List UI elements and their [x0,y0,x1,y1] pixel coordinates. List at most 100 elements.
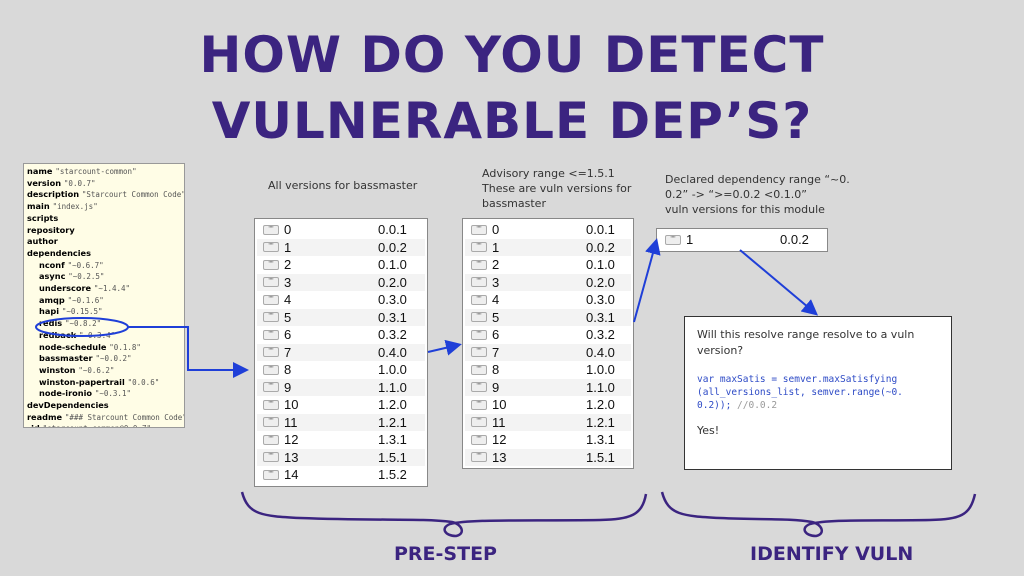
json-entry: name "starcount-common" [27,166,181,178]
json-value: "~0.8.2" [65,319,102,329]
json-entry: hapi "~0.15.5" [27,306,181,318]
version-value: 0.2.0 [378,274,407,290]
json-entry: redis "~0.8.2" [27,318,181,330]
version-value: 1.2.1 [586,414,615,430]
row-index: 10 [284,397,299,413]
json-entry: amqp "~0.1.6" [27,295,181,307]
version-value: 0.3.2 [586,327,615,343]
json-key: bassmaster [39,353,93,364]
string-type-icon: "" [471,312,487,323]
row-index: 5 [492,309,500,325]
version-value: 0.3.1 [586,309,615,325]
json-key: winston-papertrail [39,376,125,387]
version-value: 0.0.1 [378,222,407,238]
json-value: "~0.6.7" [67,260,104,270]
code-main: var maxSatis = semver.maxSatisfying (all… [697,374,903,411]
json-value: "Starcourt Common Code" [81,190,185,200]
row-index: 5 [284,309,292,325]
string-type-icon: "" [263,434,279,445]
string-type-icon: "" [263,452,279,463]
string-type-icon: "" [263,469,279,480]
row-index: 8 [492,362,500,378]
json-entry: scripts [27,213,181,225]
json-value: "starcount-common" [55,167,137,176]
code-comment: //0.0.2 [731,400,778,411]
row-index: 13 [492,449,507,465]
package-json-tree: name "starcount-common"version "0.0.7"de… [23,163,185,428]
string-type-icon: "" [263,242,279,253]
json-key: underscore [39,283,92,294]
string-type-icon: "" [263,382,279,393]
row-index: 10 [492,397,507,413]
json-key: _id [27,423,40,427]
code-snippet: var maxSatis = semver.maxSatisfying (all… [697,373,939,412]
answer-question: Will this resolve range resolve to a vul… [697,328,915,357]
version-value: 1.1.0 [586,379,615,395]
json-entry: bassmaster "~0.0.2" [27,353,181,365]
json-key: redis [39,318,63,329]
json-entry: description "Starcourt Common Code" [27,189,184,201]
json-value: "~0.6.2" [78,365,115,375]
version-value: 0.3.0 [586,292,615,308]
string-type-icon: "" [263,329,279,340]
version-value: 0.0.2 [378,239,407,255]
version-value: 1.2.0 [586,397,615,413]
declared-caption-line2: 0.2” -> “>=0.0.2 <0.1.0” [665,188,807,201]
version-value: 0.3.1 [378,309,407,325]
json-entry: devDependencies [27,400,181,412]
pre-step-brace [240,491,648,538]
string-type-icon: "" [665,234,681,245]
arrow-to-advisory [427,339,462,356]
advisory-caption: Advisory range <=1.5.1 These are vuln ve… [482,166,631,211]
json-value: "~0.15.5" [61,307,103,317]
string-type-icon: "" [263,399,279,410]
string-type-icon: "" [471,294,487,305]
json-key: main [27,201,50,212]
string-type-icon: "" [471,277,487,288]
json-key: author [27,236,58,247]
arrow-to-all-versions [128,326,249,378]
string-type-icon: "" [263,277,279,288]
answer-box: Will this resolve range resolve to a vul… [684,316,952,470]
advisory-caption-line3: bassmaster [482,197,546,210]
row-index: 6 [492,327,500,343]
table-row: "" 1 0.0.2 [659,231,825,249]
json-key: dependencies [27,247,91,258]
json-key: node-ironio [39,388,92,399]
row-index: 3 [284,274,292,290]
json-entry: main "index.js" [27,201,181,213]
version-value: 1.5.1 [586,449,615,465]
all-versions-caption: All versions for bassmaster [268,179,418,192]
row-index: 6 [284,327,292,343]
table-row: "" 3 0.2.0 [257,273,425,291]
row-index: 2 [492,257,500,273]
json-value: "0.0.6" [127,377,160,387]
row-index: 7 [492,344,500,360]
json-entry: dependencies [27,248,181,260]
string-type-icon: "" [263,224,279,235]
json-entry: version "0.0.7" [27,178,181,190]
row-index: 7 [284,344,292,360]
json-entry: readme "### Starcount Common Code" [27,412,184,424]
version-value: 0.0.2 [586,239,615,255]
version-value: 0.0.2 [780,232,809,248]
json-entry: repository [27,225,181,237]
row-index: 1 [686,232,694,248]
row-index: 8 [284,362,292,378]
identify-vuln-brace [660,491,977,538]
string-type-icon: "" [471,452,487,463]
json-value: "~1.4.4" [93,284,131,294]
row-index: 12 [492,432,507,448]
arrow-to-declared [633,238,661,323]
json-key: hapi [39,306,60,317]
json-key: scripts [27,212,59,223]
